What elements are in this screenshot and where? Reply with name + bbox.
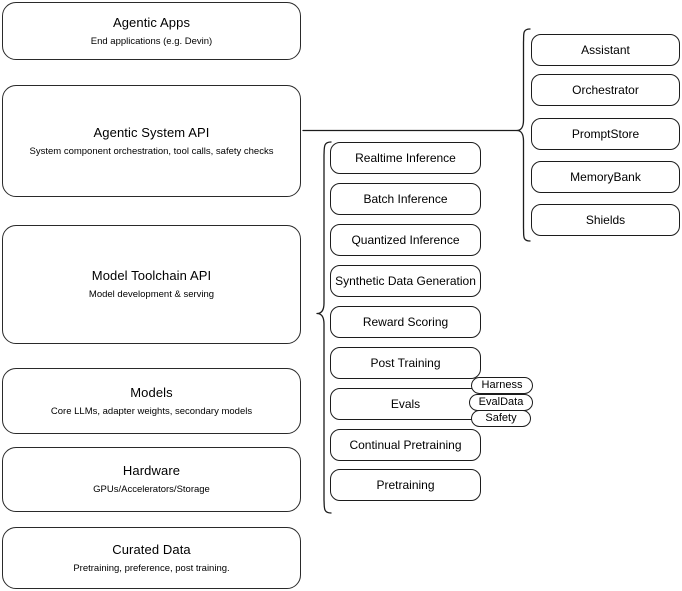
capability-label: Synthetic Data Generation: [335, 273, 476, 288]
capability-evals[interactable]: Evals: [330, 388, 481, 420]
layer-hardware[interactable]: Hardware GPUs/Accelerators/Storage: [2, 447, 301, 512]
capability-post-training[interactable]: Post Training: [330, 347, 481, 379]
capability-label: Quantized Inference: [351, 232, 460, 247]
layer-subtitle: Core LLMs, adapter weights, secondary mo…: [50, 405, 253, 417]
component-label: Orchestrator: [572, 82, 639, 97]
eval-badge-harness[interactable]: Harness: [471, 377, 533, 394]
layer-subtitle: Pretraining, preference, post training.: [73, 562, 230, 574]
capability-label: Batch Inference: [363, 191, 448, 206]
component-label: MemoryBank: [570, 169, 641, 184]
layer-title: Curated Data: [112, 541, 191, 557]
component-promptstore[interactable]: PromptStore: [531, 118, 680, 150]
brace-system-components: [516, 28, 531, 242]
eval-badge-evaldata[interactable]: EvalData: [469, 394, 533, 411]
component-shields[interactable]: Shields: [531, 204, 680, 236]
layer-title: Hardware: [122, 463, 181, 478]
capability-label: Post Training: [370, 355, 441, 370]
capability-label: Pretraining: [376, 477, 435, 492]
component-label: Assistant: [581, 42, 630, 57]
layer-title: Models: [130, 384, 173, 400]
layer-subtitle: End applications (e.g. Devin): [90, 35, 213, 47]
layer-title: Agentic System API: [93, 124, 210, 140]
layer-title: Model Toolchain API: [91, 268, 212, 283]
component-orchestrator[interactable]: Orchestrator: [531, 74, 680, 106]
component-label: Shields: [585, 212, 626, 227]
capability-label: Realtime Inference: [355, 150, 456, 165]
layer-title: Agentic Apps: [112, 14, 191, 30]
brace-toolchain-capabilities: [316, 141, 332, 514]
capability-realtime-inference[interactable]: Realtime Inference: [330, 142, 481, 174]
component-label: PromptStore: [571, 126, 640, 141]
layer-subtitle: System component orchestration, tool cal…: [29, 145, 274, 157]
capability-label: Continual Pretraining: [349, 437, 462, 452]
capability-synthetic-data-generation[interactable]: Synthetic Data Generation: [330, 265, 481, 297]
component-assistant[interactable]: Assistant: [531, 34, 680, 66]
capability-continual-pretraining[interactable]: Continual Pretraining: [330, 429, 481, 461]
layer-curated-data[interactable]: Curated Data Pretraining, preference, po…: [2, 527, 301, 589]
capability-label: Reward Scoring: [362, 314, 449, 329]
layer-model-toolchain-api[interactable]: Model Toolchain API Model development & …: [2, 225, 301, 344]
layer-agentic-apps[interactable]: Agentic Apps End applications (e.g. Devi…: [2, 2, 301, 60]
layer-subtitle: GPUs/Accelerators/Storage: [93, 484, 210, 495]
capability-pretraining[interactable]: Pretraining: [330, 469, 481, 501]
capability-quantized-inference[interactable]: Quantized Inference: [330, 224, 481, 256]
capability-reward-scoring[interactable]: Reward Scoring: [330, 306, 481, 338]
layer-models[interactable]: Models Core LLMs, adapter weights, secon…: [2, 368, 301, 434]
capability-label: Evals: [390, 396, 421, 411]
eval-badge-safety[interactable]: Safety: [471, 410, 531, 427]
component-memorybank[interactable]: MemoryBank: [531, 161, 680, 193]
layer-subtitle: Model development & serving: [88, 289, 215, 300]
layer-agentic-system-api[interactable]: Agentic System API System component orch…: [2, 85, 301, 197]
capability-batch-inference[interactable]: Batch Inference: [330, 183, 481, 215]
